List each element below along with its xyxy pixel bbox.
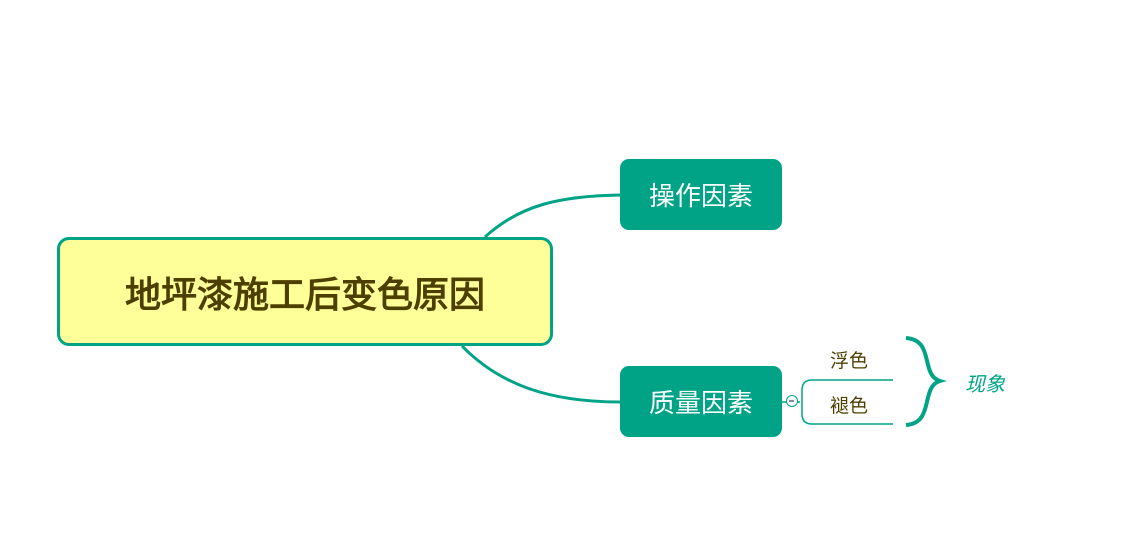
topic-operation-factors[interactable]: 操作因素 [620,159,782,230]
connector-operation [483,193,621,239]
topic-label: 质量因素 [648,389,753,419]
collapse-toggle-icon[interactable] [786,395,798,407]
subtopic-floating-color[interactable]: 浮色 [829,350,868,372]
connector-quality [460,344,621,404]
central-topic[interactable]: 地坪漆施工后变色原因 [57,237,553,346]
summary-label[interactable]: 现象 [965,372,1005,396]
subtopic-fading[interactable]: 褪色 [829,395,868,417]
summary-brace [905,336,947,427]
topic-label: 操作因素 [648,182,753,212]
central-topic-label: 地坪漆施工后变色原因 [124,274,485,316]
topic-quality-factors[interactable]: 质量因素 [620,366,782,437]
